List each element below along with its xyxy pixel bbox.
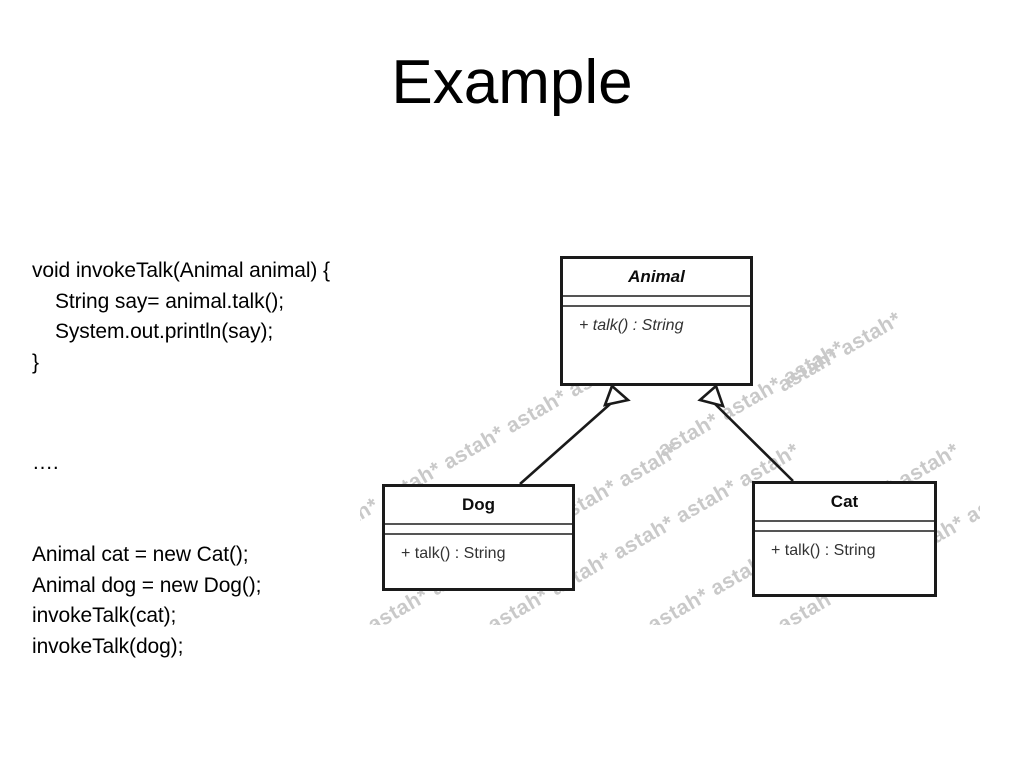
uml-operation: + talk() : String bbox=[771, 542, 876, 559]
code-line: invokeTalk(cat); bbox=[32, 604, 177, 627]
code-line: Animal dog = new Dog(); bbox=[32, 573, 262, 597]
code-line: System.out.println(say); bbox=[32, 320, 274, 343]
generalization-arrowhead-dog bbox=[602, 383, 631, 407]
uml-operation: + talk() : String bbox=[401, 545, 506, 562]
code-block-usage: Animal cat = new Cat(); Animal dog = new… bbox=[32, 540, 392, 662]
uml-class-name-animal: Animal bbox=[628, 267, 685, 286]
uml-class-diagram: astah* astah* astah* astah* astah* astah… bbox=[360, 225, 980, 625]
uml-operation: + talk() : String bbox=[579, 317, 684, 334]
generalization-line-cat bbox=[709, 398, 794, 482]
code-line: …. bbox=[32, 451, 59, 474]
uml-operations-compartment-cat: + talk() : String bbox=[755, 532, 934, 594]
uml-attributes-compartment-dog bbox=[385, 525, 572, 533]
uml-operations-compartment-dog: + talk() : String bbox=[385, 535, 572, 588]
uml-class-name-cat: Cat bbox=[830, 492, 859, 511]
uml-class-name-dog: Dog bbox=[461, 495, 496, 514]
uml-separator bbox=[385, 533, 572, 535]
code-line: } bbox=[32, 350, 39, 374]
uml-separator bbox=[385, 523, 572, 525]
code-ellipsis: …. bbox=[32, 448, 392, 479]
uml-operations-compartment-animal: + talk() : String bbox=[563, 307, 750, 383]
generalization-line-dog bbox=[519, 396, 619, 485]
code-line: String say= animal.talk(); bbox=[32, 289, 285, 313]
uml-attributes-compartment-cat bbox=[755, 522, 934, 530]
uml-separator bbox=[755, 530, 934, 532]
generalization-arrowhead-cat bbox=[697, 383, 726, 408]
uml-class-animal[interactable]: Animal + talk() : String bbox=[560, 256, 753, 386]
page-title: Example bbox=[391, 48, 633, 117]
code-block-method: void invokeTalk(Animal animal) { String … bbox=[32, 256, 392, 378]
watermark-text: astah* astah* bbox=[774, 307, 906, 397]
uml-separator bbox=[563, 295, 750, 297]
code-line: void invokeTalk(Animal animal) { bbox=[32, 259, 330, 282]
uml-separator bbox=[755, 520, 934, 522]
uml-class-dog[interactable]: Dog + talk() : String bbox=[382, 484, 575, 591]
uml-attributes-compartment-animal bbox=[563, 297, 750, 305]
code-line: Animal cat = new Cat(); bbox=[32, 543, 249, 566]
code-line: invokeTalk(dog); bbox=[32, 634, 184, 658]
uml-separator bbox=[563, 305, 750, 307]
uml-class-cat[interactable]: Cat + talk() : String bbox=[752, 481, 937, 597]
